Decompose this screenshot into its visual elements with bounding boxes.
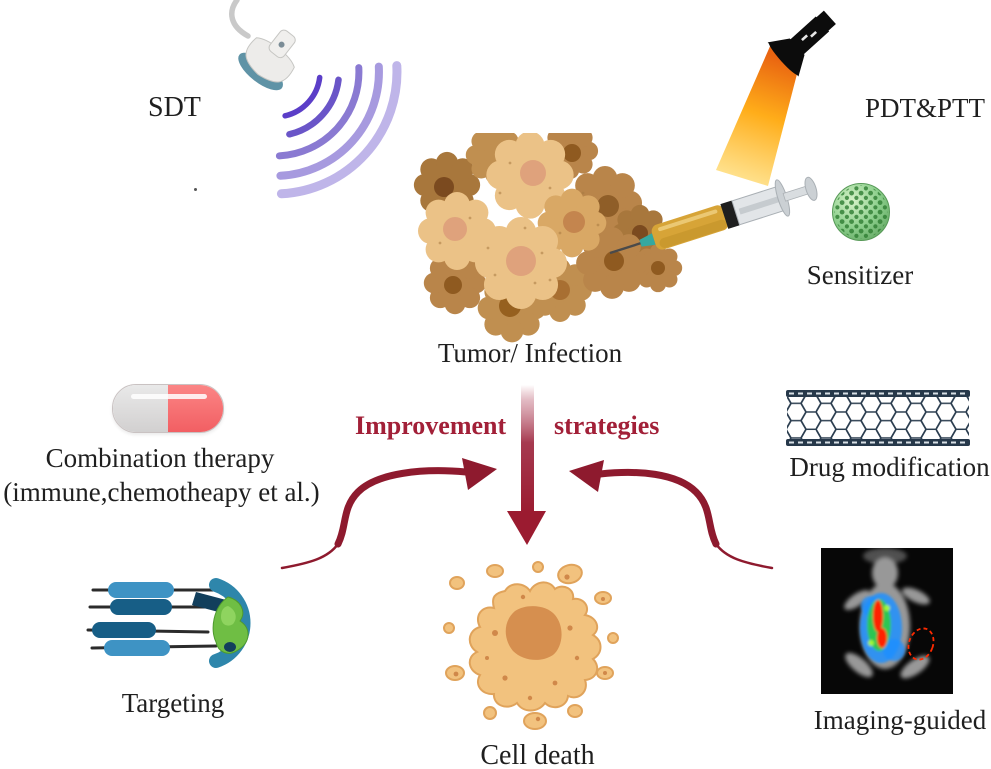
strategies-text: strategies bbox=[554, 411, 660, 440]
left-curved-arrow-icon bbox=[280, 467, 470, 570]
curved-arrows bbox=[280, 458, 774, 570]
pill-highlight bbox=[131, 394, 207, 399]
combination-therapy-sub-label: (immune,chemotheapy et al.) bbox=[3, 477, 320, 507]
flashlight-icon bbox=[716, 10, 836, 186]
tumor-label: Tumor/ Infection bbox=[437, 338, 623, 368]
roi-dashed-circle bbox=[907, 627, 935, 661]
fluorescence-signal bbox=[860, 593, 905, 663]
down-arrow-icon bbox=[507, 385, 546, 545]
sdt-label: SDT bbox=[148, 92, 201, 123]
mouse-scan-illustration bbox=[844, 548, 935, 679]
light-beam bbox=[716, 44, 797, 186]
probe-cable bbox=[229, 0, 251, 39]
capsule-pill-icon bbox=[112, 384, 224, 433]
cell-death-label: Cell death bbox=[480, 740, 595, 769]
splat-nucleus bbox=[505, 606, 562, 660]
right-curved-arrow-icon bbox=[596, 468, 774, 570]
ultrasound-waves-icon bbox=[275, 61, 402, 199]
flashlight-body bbox=[767, 10, 836, 77]
targeting-label: Targeting bbox=[121, 688, 225, 718]
syringe-icon bbox=[609, 176, 818, 255]
splat-speckles bbox=[453, 574, 607, 722]
carbon-nanotube-icon bbox=[786, 390, 970, 446]
needle bbox=[609, 241, 643, 255]
speck bbox=[194, 188, 197, 191]
pill-red-half bbox=[168, 385, 223, 432]
tumor-cluster-icon bbox=[413, 133, 683, 343]
pdt-ptt-label: PDT&PTT bbox=[864, 93, 985, 123]
sensitizer-label: Sensitizer bbox=[806, 260, 914, 290]
probe-head bbox=[238, 29, 296, 91]
cell-speckles bbox=[438, 161, 600, 285]
improvement-text: Improvement bbox=[355, 411, 507, 440]
mouse-imaging-photo bbox=[821, 548, 953, 694]
combination-therapy-label: Combination therapy bbox=[45, 443, 275, 473]
drug-modification-label: Drug modification bbox=[789, 452, 990, 482]
sensitizer-sphere-icon bbox=[832, 183, 890, 241]
cell-death-icon bbox=[443, 561, 619, 730]
receptor-crescent bbox=[209, 578, 251, 668]
targeting-receptor-icon bbox=[86, 578, 251, 668]
pill-gray-half bbox=[113, 385, 168, 432]
ultrasound-probe-icon bbox=[229, 0, 402, 199]
imaging-guided-label: Imaging-guided bbox=[813, 705, 987, 735]
